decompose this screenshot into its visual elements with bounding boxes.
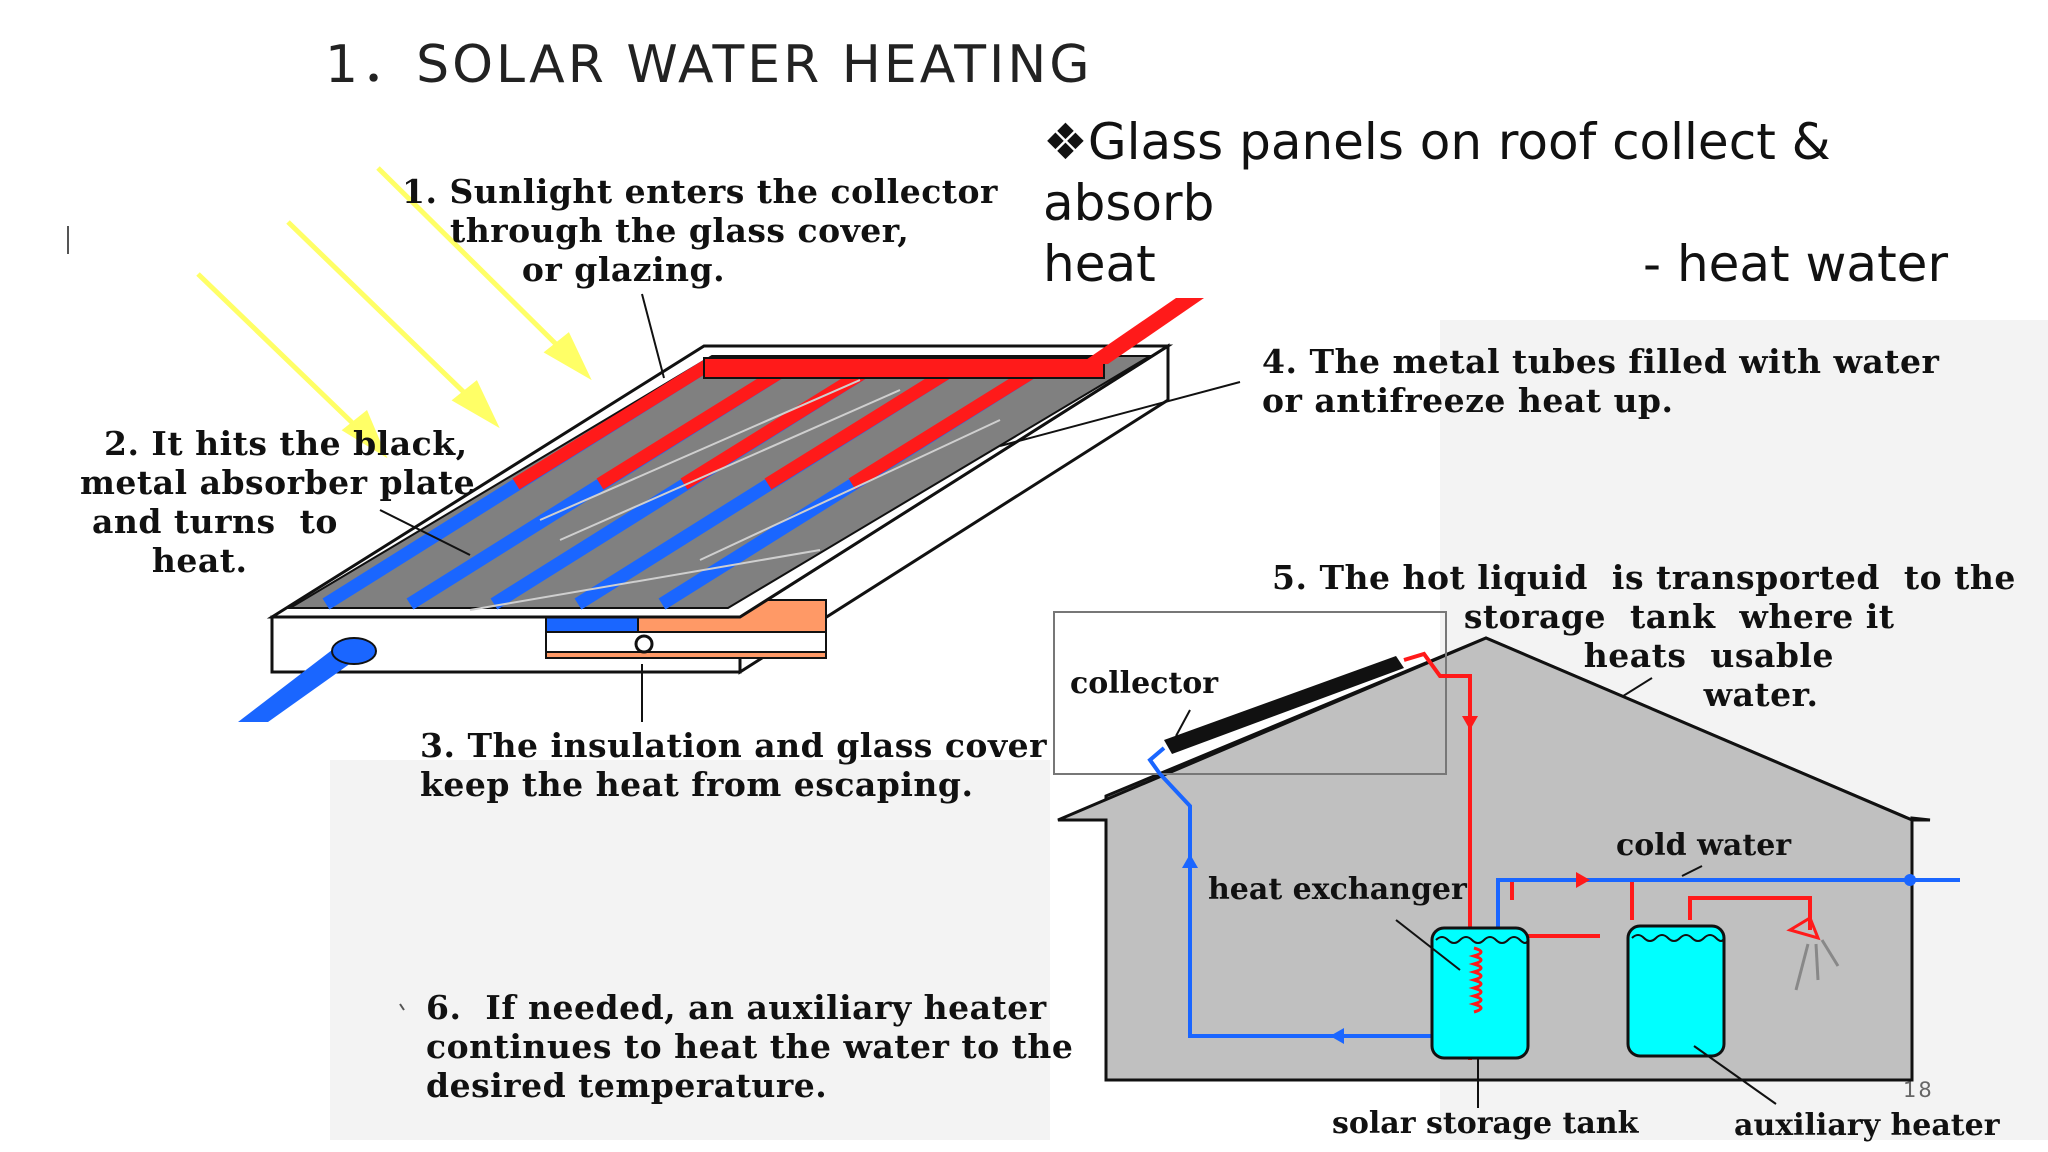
collector-leader — [1175, 709, 1191, 737]
reflection-line — [699, 419, 1001, 561]
inlet-pipe — [238, 650, 358, 722]
label-cold-water: cold water — [1616, 828, 1792, 863]
red-tube — [680, 360, 878, 490]
shower-nozzle — [1786, 915, 1821, 941]
solar-storage-tank — [1395, 919, 1530, 1108]
caption-step6: 6. If needed, an auxiliary heater contin… — [426, 988, 1074, 1105]
label-collector: collector — [1070, 666, 1219, 701]
backdrop-left — [330, 760, 1050, 1140]
sunlight-ray-3 — [196, 272, 368, 438]
header-pipe — [703, 357, 1105, 379]
hot-supply — [1688, 896, 1812, 930]
caption-step1: 1. Sunlight enters the collector through… — [402, 172, 998, 289]
outlet-pipe — [1080, 298, 1204, 364]
stray-mark — [399, 1003, 405, 1011]
hot-flow-arrow — [1576, 872, 1590, 888]
red-tube — [848, 360, 1046, 490]
water-spray — [1794, 939, 1840, 991]
cold-water-leader — [1681, 865, 1703, 877]
label-heat-exchanger: heat exchanger — [1208, 872, 1467, 907]
hot-riser — [1403, 651, 1472, 1060]
arrow-head-1 — [543, 332, 592, 381]
bullet-line-2-right: - heat water — [1643, 235, 1948, 293]
hot-flow-arrow — [1462, 716, 1478, 730]
leader-step4 — [999, 381, 1241, 447]
aux-leader — [1693, 1045, 1777, 1105]
red-tube — [512, 360, 710, 490]
cold-return — [1147, 746, 1470, 1038]
house-piping — [1147, 651, 1960, 1060]
caption-step2: 2. It hits the black, metal absorber pla… — [80, 424, 476, 580]
spray-line — [1794, 943, 1810, 991]
label-solar-storage-tank: solar storage tank — [1332, 1106, 1639, 1141]
page-number: 18 — [1903, 1078, 1934, 1102]
red-tubes — [512, 360, 1046, 490]
water-surface — [1631, 934, 1725, 942]
leader-step2 — [379, 509, 471, 556]
flow-arrows-hot — [1462, 716, 1590, 888]
bullet-line-1: ❖Glass panels on roof collect & absorb — [1043, 112, 2003, 234]
inlet-opening — [331, 637, 377, 665]
sunlight-arrows — [196, 166, 592, 459]
cold-flow-arrow — [1330, 1028, 1344, 1044]
collector-box — [1053, 611, 1447, 775]
water-surface — [1435, 936, 1529, 944]
spray-line — [1820, 939, 1840, 967]
glass-reflection — [469, 379, 1001, 611]
bullet-text: ❖Glass panels on roof collect & absorb h… — [1043, 112, 2003, 295]
insulation-gap — [545, 631, 827, 653]
red-tube — [764, 360, 962, 490]
auxiliary-tank — [1626, 865, 1777, 1105]
caption-step5: 5. The hot liquid is transported to the … — [1272, 558, 2016, 714]
reflection-line — [539, 379, 861, 521]
spray-line — [1814, 943, 1820, 981]
bullet-line-1-text: Glass panels on roof collect & absorb — [1043, 113, 1831, 232]
roof-collector — [1164, 656, 1404, 754]
arrow-head-3 — [341, 409, 388, 459]
leader-step1 — [641, 293, 665, 379]
red-tube — [596, 360, 794, 490]
aux-tank-body — [1626, 924, 1726, 1058]
flow-arrows-cold — [1182, 854, 1916, 1044]
reflection-line — [559, 389, 901, 541]
caption-step4: 4. The metal tubes filled with water or … — [1262, 342, 1940, 420]
sunlight-ray-1 — [376, 166, 570, 358]
shower-head — [1786, 915, 1840, 991]
cold-inlet-point — [1904, 874, 1916, 886]
heat-exchanger-coil — [1468, 946, 1483, 1014]
reflection-line — [469, 549, 821, 611]
bullet-line-2: heat - heat water — [1043, 234, 1948, 295]
label-auxiliary-heater: auxiliary heater — [1734, 1108, 2000, 1143]
bullet-icon: ❖ — [1043, 113, 1088, 171]
cold-flow-arrow — [1182, 854, 1198, 868]
pipe-end — [634, 634, 654, 654]
bullet-line-2-left: heat — [1043, 235, 1156, 293]
cold-main — [1496, 878, 1960, 928]
slide-title: 1．SOLAR WATER HEATING — [325, 35, 1093, 95]
sunlight-ray-2 — [286, 220, 478, 406]
collector-panel — [238, 298, 1204, 722]
arrow-head-2 — [451, 380, 500, 429]
exchanger-leader — [1395, 919, 1461, 971]
caption-step3: 3. The insulation and glass cover keep t… — [420, 726, 1047, 804]
